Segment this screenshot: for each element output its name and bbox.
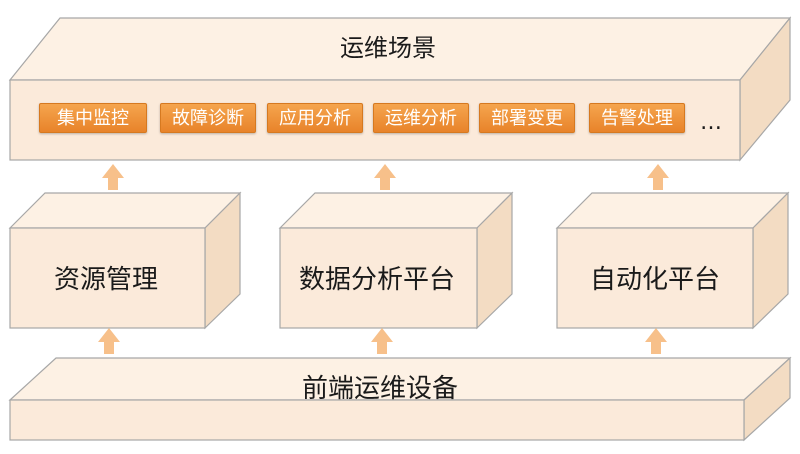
arrow-base-to-data	[371, 328, 393, 354]
scene-item-monitoring: 集中监控	[39, 103, 147, 133]
resource-box-top	[8, 192, 242, 229]
data-box	[278, 191, 514, 330]
arrow-resource-to-scene	[102, 164, 124, 190]
scene-title: 运维场景	[340, 34, 436, 62]
scene-item-diagnosis: 故障诊断	[160, 103, 256, 133]
base-title: 前端运维设备	[301, 374, 459, 404]
scene-item-alarm: 告警处理	[589, 103, 685, 133]
arrows-upper	[102, 164, 669, 190]
arrow-base-to-auto	[645, 328, 667, 354]
resource-box	[8, 191, 242, 330]
scene-item-ops-analysis: 运维分析	[373, 103, 469, 133]
scene-item-deploy-change: 部署变更	[479, 103, 575, 133]
auto-box	[555, 191, 790, 330]
arrow-data-to-scene	[374, 164, 396, 190]
resource-title: 资源管理	[53, 265, 159, 295]
resource-box-front	[9, 227, 206, 329]
arrows-lower	[98, 328, 667, 354]
scene-item-app-analysis: 应用分析	[267, 103, 363, 133]
scene-item-more: …	[700, 110, 722, 135]
data-platform-title: 数据分析平台	[298, 265, 456, 295]
arrow-auto-to-scene	[647, 164, 669, 190]
arrow-base-to-resource	[98, 328, 120, 354]
auto-box-front	[556, 227, 754, 329]
data-box-top	[278, 192, 514, 229]
auto-platform-title: 自动化平台	[589, 265, 721, 295]
base-box	[8, 356, 792, 442]
auto-box-top	[555, 192, 790, 229]
data-box-front	[279, 227, 478, 329]
base-box-front	[9, 399, 745, 441]
